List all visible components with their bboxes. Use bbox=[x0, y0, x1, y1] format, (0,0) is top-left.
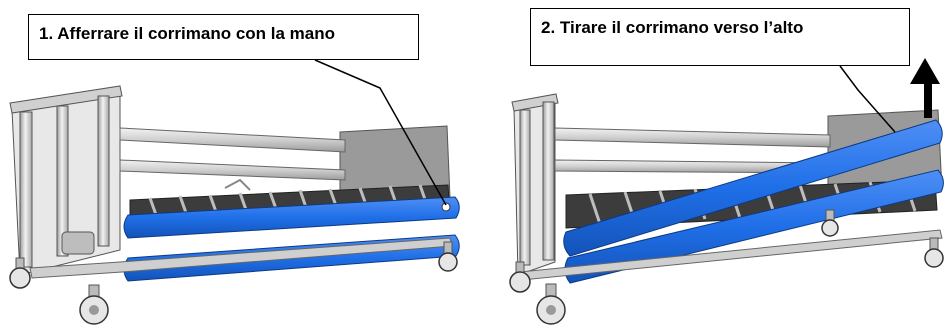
step-2-callout: 2. Tirare il corrimano verso l’alto bbox=[530, 8, 910, 66]
upper-side-rails bbox=[119, 127, 346, 181]
bed-illustration-step-1 bbox=[9, 59, 460, 325]
caster-wheel-icon bbox=[924, 237, 944, 268]
blue-handrail-raised bbox=[563, 119, 943, 257]
step-2-instruction: 2. Tirare il corrimano verso l’alto bbox=[541, 18, 804, 37]
leader-line-step-1 bbox=[314, 59, 447, 206]
caster-wheel-icon bbox=[821, 209, 839, 237]
caster-wheel-icon bbox=[79, 284, 109, 325]
blue-handrail-lower bbox=[564, 169, 944, 284]
upper-side-rails bbox=[554, 127, 831, 174]
arrow-up-icon bbox=[910, 58, 940, 118]
headboard-left bbox=[9, 85, 123, 276]
blue-handrail-upper bbox=[123, 196, 460, 239]
step-1-callout: 1. Afferrare il corrimano con la mano bbox=[28, 14, 419, 60]
caster-wheel-icon bbox=[438, 241, 458, 272]
caster-wheel-icon bbox=[509, 261, 531, 293]
step-1-instruction: 1. Afferrare il corrimano con la mano bbox=[39, 24, 336, 43]
caster-wheel-icon bbox=[9, 257, 31, 289]
caster-wheel-icon bbox=[536, 283, 566, 325]
leader-line-step-2 bbox=[839, 65, 896, 133]
headboard-left bbox=[511, 93, 559, 276]
bed-illustration-step-2 bbox=[509, 58, 944, 325]
